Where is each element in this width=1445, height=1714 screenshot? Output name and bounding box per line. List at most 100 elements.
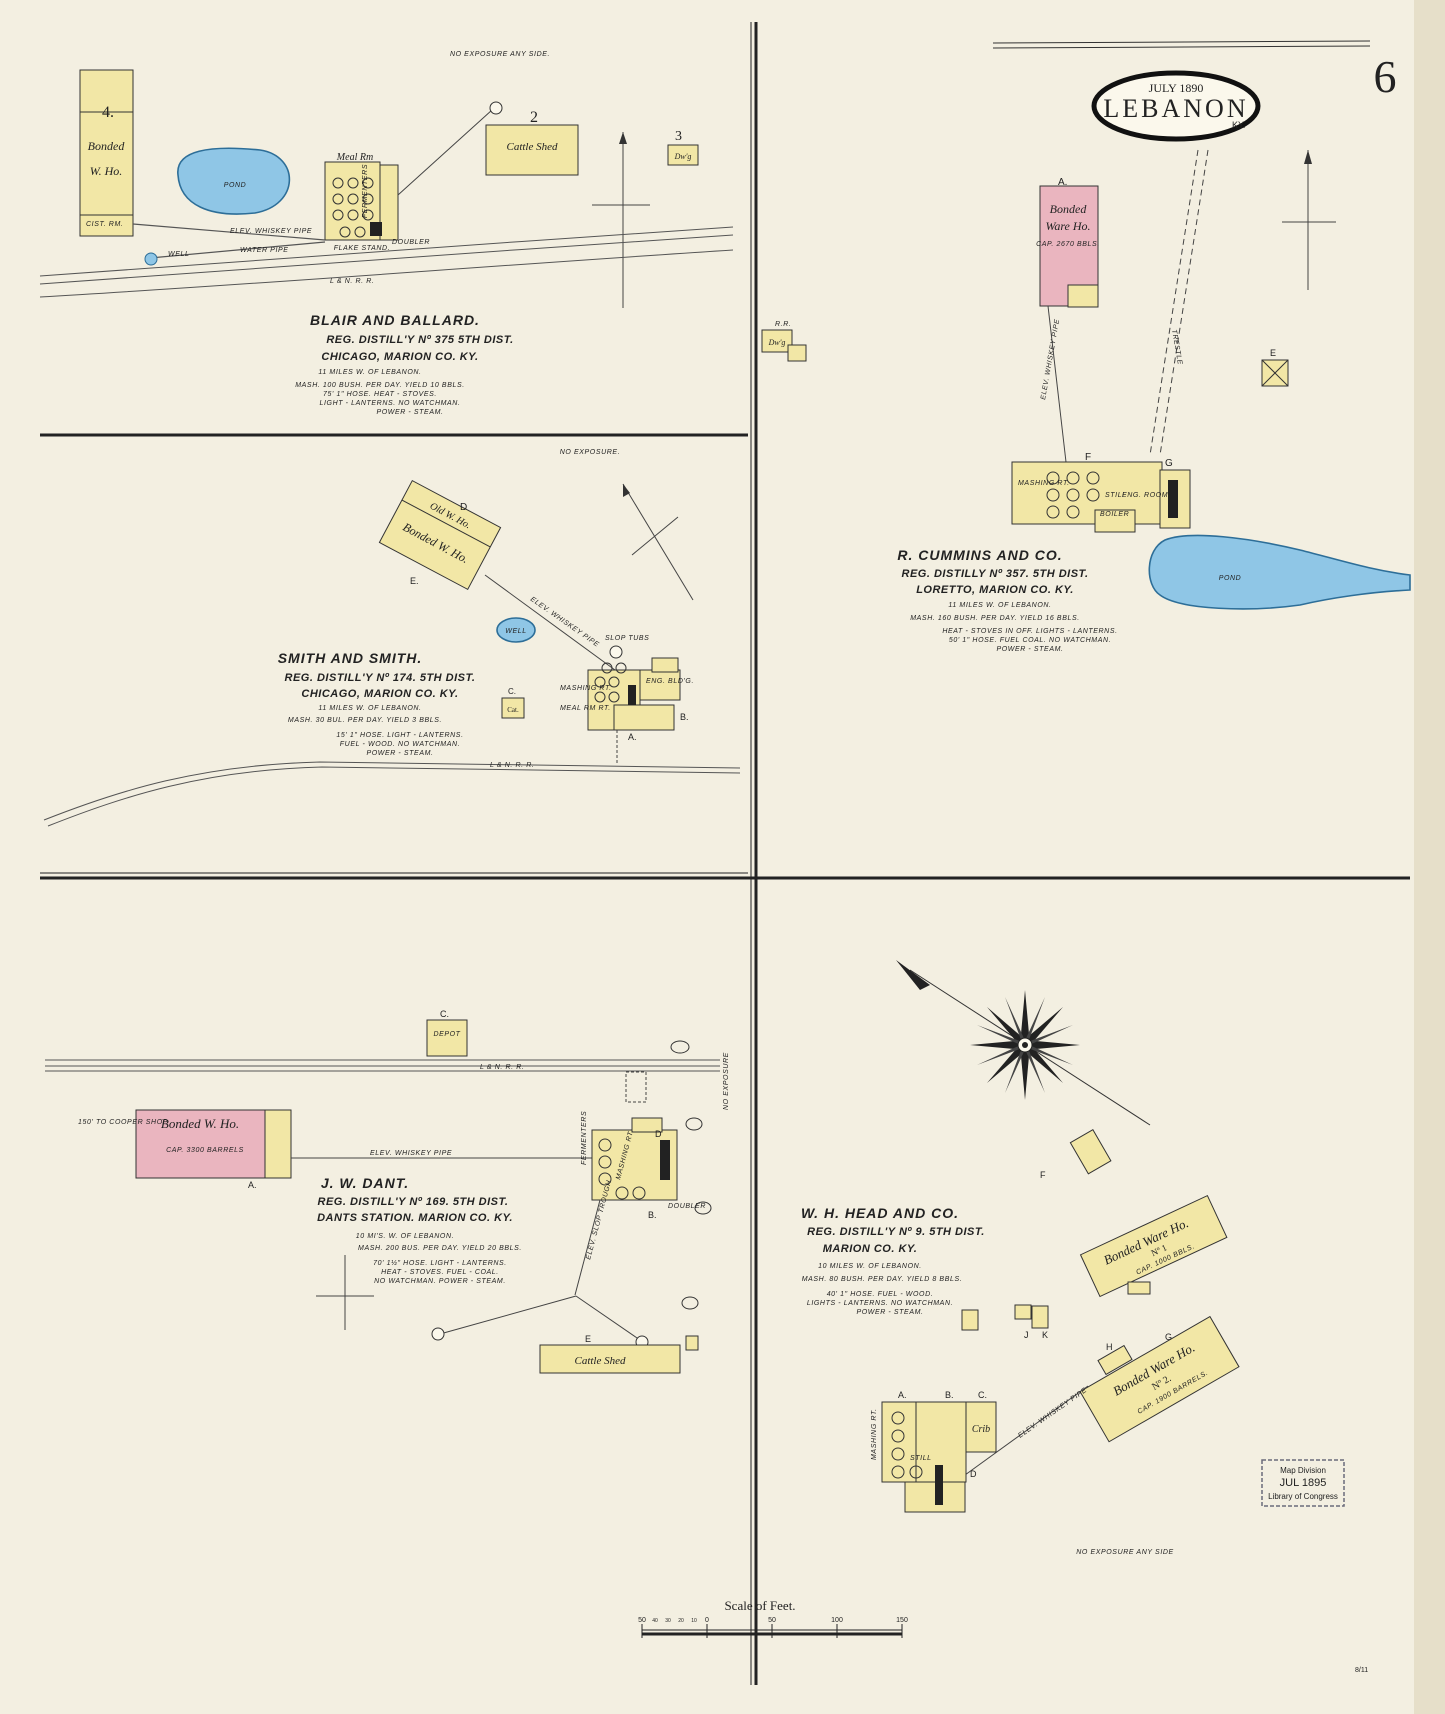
note-line: POWER - STEAM. — [856, 1309, 923, 1316]
well-label: WELL — [168, 251, 189, 258]
note-line: LIGHT - LANTERNS. NO WATCHMAN. — [319, 400, 460, 407]
trestle — [1149, 149, 1199, 456]
mashing-label: MASHING RT. — [560, 685, 612, 692]
registration: REG. DISTILL'Y Nº 9. 5TH DIST. — [807, 1226, 985, 1238]
building-letter-b: B. — [648, 1210, 657, 1220]
building-letter-c: C. — [978, 1390, 987, 1400]
pond-label: POND — [1219, 575, 1242, 582]
railroad-label: L & N. R. R. — [480, 1064, 524, 1071]
bonded-label: Bonded — [88, 139, 126, 153]
note-line: NO WATCHMAN. POWER - STEAM. — [374, 1278, 506, 1285]
building-letter-a: A. — [1058, 177, 1067, 188]
building-letter-d: D — [460, 502, 467, 513]
mashing-label: MASHING RT. — [1018, 480, 1070, 487]
slop-tubs-label: SLOP TUBS — [605, 635, 649, 642]
exposure-note: NO EXPOSURE — [723, 1052, 730, 1110]
building-number-2: 2 — [530, 109, 538, 126]
note-line: 10 MILES W. OF LEBANON. — [818, 1263, 922, 1270]
building-letter-e: E — [1270, 348, 1276, 358]
panel-r-cummins-and-co: A. Bonded Ware Ho. CAP. 2670 BBLS. ELEV.… — [761, 149, 1411, 653]
scale-tick: 150 — [896, 1617, 908, 1624]
depot-c — [426, 1019, 468, 1057]
distillery-name: R. CUMMINS AND CO. — [897, 547, 1062, 563]
paper-edge — [1414, 0, 1445, 1714]
note-line: 15' 1" HOSE. LIGHT - LANTERNS. — [336, 732, 463, 739]
scale-tick: 40 — [652, 1618, 658, 1624]
bonded-warehouse-label: Bonded W. Ho. — [161, 1116, 239, 1131]
building-letter-d: D — [970, 1469, 977, 1479]
building-letter-j: J — [1024, 1330, 1029, 1340]
slop-trough — [439, 1295, 577, 1335]
scale-tick: 20 — [678, 1618, 684, 1624]
building-letter-b: B. — [945, 1390, 954, 1400]
pond — [177, 147, 291, 215]
location: CHICAGO, MARION CO. KY. — [321, 351, 478, 363]
building-letter-e: E — [585, 1334, 591, 1344]
distillery-name: W. H. HEAD AND CO. — [801, 1205, 959, 1221]
scale-tick: 10 — [691, 1618, 697, 1624]
page-number: 6 — [1374, 51, 1397, 102]
well — [144, 252, 158, 266]
whiskey-pipe — [964, 1385, 1089, 1476]
railroad-label: L & N. R. R. — [330, 278, 374, 285]
scale-tick: 50 — [638, 1617, 646, 1624]
note-line: 75' 1" HOSE. HEAT - STOVES. — [323, 391, 437, 398]
outbuilding-small — [961, 1309, 979, 1331]
town-name: LEBANON — [1103, 94, 1248, 123]
panel-j-w-dant: C. DEPOT L & N. R. R. 150' TO COOPER SHO… — [45, 1009, 730, 1374]
outbuilding-j — [1014, 1304, 1032, 1320]
registration: REG. DISTILL'Y Nº 174. 5TH DIST. — [285, 672, 476, 684]
building-letter-f: F — [1085, 452, 1091, 463]
railroad-track — [39, 226, 734, 277]
dwelling-rr — [761, 329, 793, 353]
dwelling-label: Dw'g — [674, 152, 692, 161]
wh-label: W. Ho. — [90, 164, 123, 178]
distillery-still-room — [379, 164, 399, 241]
whiskey-pipe — [1047, 305, 1067, 463]
depot-label: DEPOT — [433, 1031, 460, 1038]
pond-label: POND — [224, 182, 247, 189]
flake-stand-label: FLAKE STAND. — [334, 245, 390, 252]
scale-tick: 50 — [768, 1617, 776, 1624]
railroad-track — [43, 761, 741, 821]
note-line: 40' 1" HOSE. FUEL - WOOD. — [827, 1291, 934, 1298]
title-cartouche — [1091, 70, 1261, 142]
building-letter-c: C. — [440, 1009, 449, 1019]
note-line: 70' 1½" HOSE. LIGHT - LANTERNS. — [373, 1259, 507, 1267]
note-line: 11 MILES W. OF LEBANON. — [318, 369, 421, 376]
pond — [1148, 534, 1411, 610]
note-line: POWER - STEAM. — [996, 646, 1063, 653]
exposure-note: NO EXPOSURE ANY SIDE — [1076, 1549, 1174, 1556]
note-line: MASH. 30 BUL. PER DAY. YIELD 3 BBLS. — [288, 717, 442, 724]
stamp-line-3: Library of Congress — [1268, 1492, 1338, 1501]
scale-bar: Scale of Feet. 50 40 30 20 10 0 50 100 1… — [638, 1598, 908, 1638]
outbuilding-f — [1069, 1128, 1112, 1175]
map-date: JULY 1890 — [1149, 81, 1204, 95]
location: MARION CO. KY. — [823, 1243, 918, 1255]
building-letter-g: G — [1165, 458, 1173, 469]
still-label: STILL — [910, 1455, 932, 1462]
building-letter-a: A. — [898, 1390, 907, 1400]
cattle-shed — [485, 124, 579, 176]
crib-c — [965, 1401, 997, 1453]
note-line: 11 MILES W. OF LEBANON. — [948, 602, 1051, 609]
bonded-label: Bonded — [1050, 202, 1088, 216]
building-letter-e: E. — [410, 576, 419, 586]
corner-annotation: 8/11 — [1355, 1667, 1368, 1674]
note-line: FUEL - WOOD. NO WATCHMAN. — [340, 741, 460, 748]
panel-blair-and-ballard: NO EXPOSURE ANY SIDE. 4. Bonded W. Ho. C… — [39, 51, 734, 416]
dwelling-3 — [667, 144, 699, 166]
sheet-header: JULY 1890 LEBANON KY. 6 — [992, 40, 1397, 142]
distillery-name: BLAIR AND BALLARD. — [310, 312, 480, 328]
note-line: MASH. 160 BUSH. PER DAY. YIELD 16 BBLS. — [910, 615, 1080, 622]
railroad-label: L & N. R. R. — [490, 762, 534, 769]
building-number-3: 3 — [675, 129, 682, 144]
exposure-note: NO EXPOSURE ANY SIDE. — [450, 51, 550, 58]
fermenters-label: FERMENTERS — [362, 164, 369, 218]
building-letter-f: F — [1040, 1170, 1046, 1180]
bonded-warehouse-1 — [1079, 1194, 1228, 1298]
note-line: 10 MI'S. W. OF LEBANON. — [356, 1233, 454, 1240]
bonded-warehouse-2 — [1079, 1315, 1240, 1443]
building-letter-b: B. — [680, 712, 689, 722]
